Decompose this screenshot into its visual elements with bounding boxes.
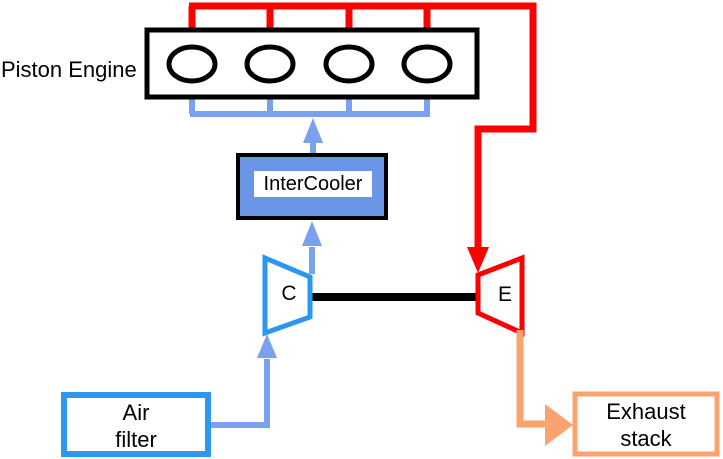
- air-filter-label: Air filter: [64, 399, 208, 453]
- exhaust-outlet-arrowhead: [545, 404, 573, 446]
- piston-engine-label: Piston Engine: [1, 57, 137, 82]
- exhaust-arrowhead-into-turbine: [467, 247, 489, 273]
- exhaust-manifold-pipe: [188, 2, 537, 250]
- exhaust-outlet-line: [516, 330, 547, 428]
- intercooler-label-plate: [254, 171, 372, 197]
- cylinder-ellipse: [323, 44, 375, 84]
- intercooler-label: InterCooler: [263, 173, 363, 195]
- air-filter-box: [61, 392, 211, 457]
- air-filter-label-line1: Air: [122, 400, 150, 425]
- air-filter-label-line2: filter: [115, 427, 157, 452]
- compressor-to-intercooler-arrowhead: [302, 221, 322, 246]
- engine-block: [144, 27, 480, 100]
- cylinder-ellipse: [244, 44, 296, 84]
- cylinder-ellipse: [166, 44, 218, 84]
- intake-arrowhead-into-engine: [303, 118, 323, 143]
- exhaust-stack-box: [572, 391, 720, 457]
- compressor-trapezoid: [262, 254, 313, 337]
- cylinder-ellipse: [401, 44, 453, 84]
- intake-manifold: [189, 95, 430, 158]
- exhaust-stack-label: Exhaust stack: [575, 398, 717, 452]
- compressor-label: C: [281, 282, 297, 305]
- exhaust-stack-label-line1: Exhaust: [606, 399, 686, 424]
- air-inlet-line: [211, 359, 270, 428]
- exhaust-stack-label-line2: stack: [620, 426, 672, 451]
- turbine-label: E: [497, 283, 512, 306]
- air-inlet-arrowhead: [257, 334, 277, 358]
